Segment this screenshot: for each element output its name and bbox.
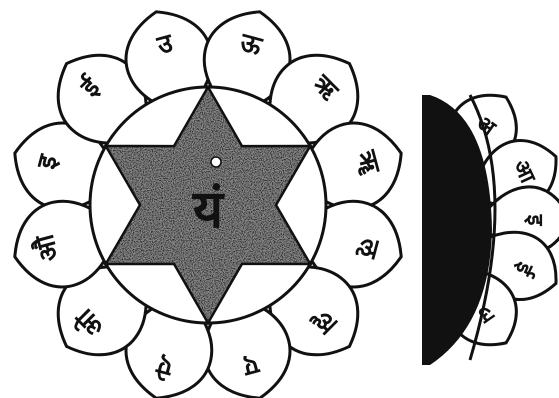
right-petal-glyph: इ: [522, 214, 548, 227]
center-glyph: यं: [192, 179, 225, 240]
bindu-dot: [211, 157, 221, 167]
